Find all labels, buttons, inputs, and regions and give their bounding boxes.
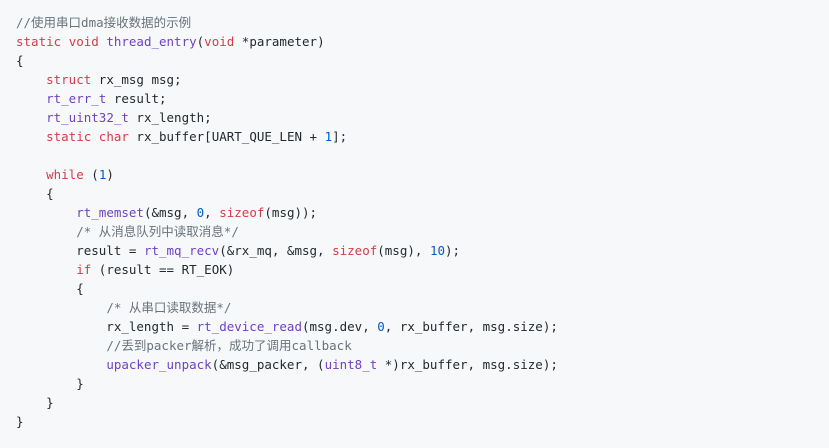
code-text	[16, 205, 76, 220]
code-text	[61, 34, 69, 49]
code-number: 1	[324, 129, 333, 144]
code-line: {	[16, 279, 829, 298]
code-line: /* 从串口读取数据*/	[16, 298, 829, 317]
code-keyword: void	[204, 34, 235, 49]
code-text: (&msg_packer, (	[211, 357, 325, 372]
code-line: static char rx_buffer[UART_QUE_LEN + 1];	[16, 127, 829, 146]
code-line: }	[16, 393, 829, 412]
code-function: rt_device_read	[196, 319, 302, 334]
code-line: while (1)	[16, 165, 829, 184]
code-number: 10	[429, 243, 445, 258]
code-line: rt_err_t result;	[16, 89, 829, 108]
code-line: result = rt_mq_recv(&rx_mq, &msg, sizeof…	[16, 241, 829, 260]
code-keyword: if	[76, 262, 92, 277]
code-comment: //丢到packer解析，成功了调用callback	[106, 338, 352, 353]
code-text	[16, 338, 106, 353]
code-text	[16, 72, 46, 87]
code-line: /* 从消息队列中读取消息*/	[16, 222, 829, 241]
code-function: rt_memset	[76, 205, 144, 220]
code-text: *)rx_buffer, msg.size);	[377, 357, 558, 372]
code-comment: //使用串口dma接收数据的示例	[16, 15, 192, 30]
code-text: {	[16, 186, 54, 201]
code-keyword: sizeof	[332, 243, 378, 258]
code-text	[16, 357, 106, 372]
code-line	[16, 146, 829, 165]
code-line: //丢到packer解析，成功了调用callback	[16, 336, 829, 355]
code-text: ];	[332, 129, 348, 144]
code-text: {	[16, 53, 24, 68]
code-text: }	[16, 376, 84, 391]
code-text: (&msg,	[143, 205, 197, 220]
code-keyword: struct	[46, 72, 92, 87]
code-text: )	[106, 167, 114, 182]
code-number: 0	[196, 205, 205, 220]
code-text: (result == RT_EOK)	[91, 262, 235, 277]
code-line: if (result == RT_EOK)	[16, 260, 829, 279]
code-text	[16, 91, 46, 106]
code-line: }	[16, 412, 829, 431]
code-line: //使用串口dma接收数据的示例	[16, 13, 829, 32]
code-text	[16, 262, 76, 277]
code-number: 1	[98, 167, 107, 182]
code-text	[16, 167, 46, 182]
code-comment: /* 从串口读取数据*/	[106, 300, 232, 315]
code-keyword: void	[68, 34, 99, 49]
code-text: (msg.dev,	[301, 319, 378, 334]
code-text: (	[196, 34, 205, 49]
code-text: result =	[16, 243, 144, 258]
code-function: uint8_t	[324, 357, 378, 372]
code-text: rx_buffer[UART_QUE_LEN +	[128, 129, 325, 144]
code-text: (msg),	[377, 243, 430, 258]
code-keyword: sizeof	[219, 205, 265, 220]
code-text: *parameter)	[234, 34, 325, 49]
code-text: rx_msg msg;	[91, 72, 182, 87]
code-keyword: char	[98, 129, 129, 144]
code-keyword: static	[16, 34, 62, 49]
code-keyword: static	[46, 129, 92, 144]
code-line: rt_uint32_t rx_length;	[16, 108, 829, 127]
code-text	[16, 129, 46, 144]
code-text: {	[16, 281, 84, 296]
code-line: static void thread_entry(void *parameter…	[16, 32, 829, 51]
code-text	[16, 110, 46, 125]
code-text	[91, 129, 99, 144]
code-line: {	[16, 184, 829, 203]
code-function: rt_mq_recv	[143, 243, 220, 258]
code-function: rt_err_t	[46, 91, 107, 106]
code-line: upacker_unpack(&msg_packer, (uint8_t *)r…	[16, 355, 829, 374]
code-text: ,	[204, 205, 220, 220]
code-line: struct rx_msg msg;	[16, 70, 829, 89]
code-text: (msg));	[264, 205, 318, 220]
code-text	[16, 224, 76, 239]
code-text	[16, 300, 106, 315]
code-line: {	[16, 51, 829, 70]
code-text: (&rx_mq, &msg,	[219, 243, 333, 258]
code-text: );	[445, 243, 461, 258]
code-line: rt_memset(&msg, 0, sizeof(msg));	[16, 203, 829, 222]
code-number: 0	[377, 319, 385, 334]
code-text: }	[16, 414, 24, 429]
code-comment: /* 从消息队列中读取消息*/	[76, 224, 239, 239]
code-text: result;	[106, 91, 167, 106]
code-function: upacker_unpack	[106, 357, 212, 372]
code-text: rx_length;	[128, 110, 212, 125]
code-keyword: while	[46, 167, 84, 182]
code-text: rx_length =	[16, 319, 197, 334]
code-function: rt_uint32_t	[46, 110, 129, 125]
code-function: thread_entry	[106, 34, 197, 49]
code-text: , rx_buffer, msg.size);	[384, 319, 558, 334]
code-line: rx_length = rt_device_read(msg.dev, 0, r…	[16, 317, 829, 336]
code-text: (	[83, 167, 99, 182]
code-text: }	[16, 395, 54, 410]
code-line: }	[16, 374, 829, 393]
